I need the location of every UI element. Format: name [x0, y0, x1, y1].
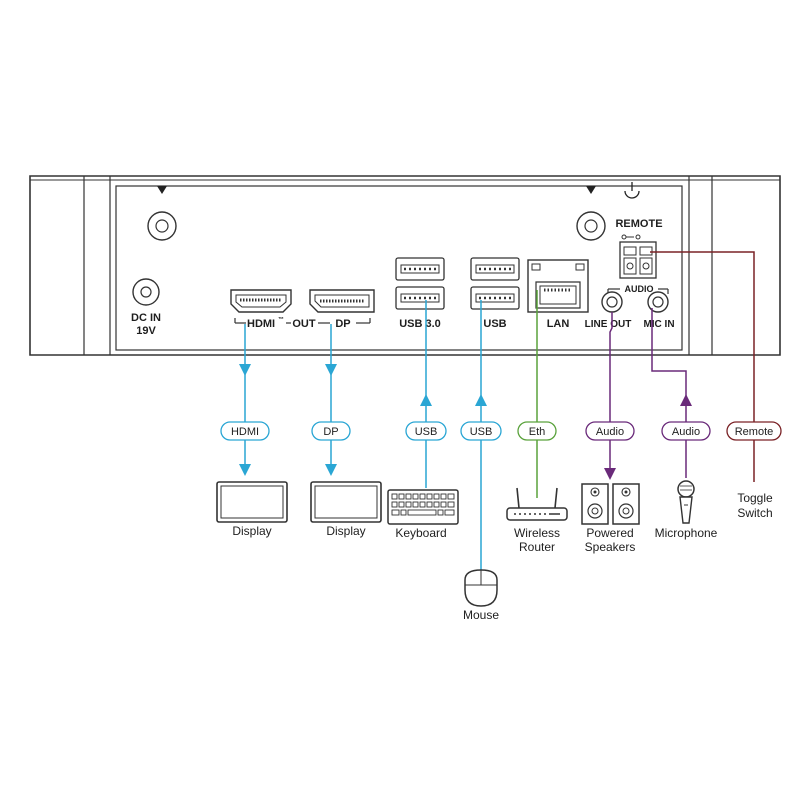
- cable-pill-eth: Eth: [517, 421, 557, 441]
- hdmi-trademark: ™: [278, 316, 284, 323]
- cable-pill-dp: DP: [311, 421, 351, 441]
- microphone-icon: [677, 480, 695, 524]
- speakers-label-line1: Powered: [586, 526, 633, 540]
- audio-label: AUDIO: [625, 284, 654, 294]
- mouse-label: Mouse: [463, 608, 499, 622]
- toggle-switch-label-line1: Toggle: [737, 491, 773, 505]
- cable-label-audio-in: Audio: [672, 426, 700, 438]
- usb30-label: USB 3.0: [399, 318, 441, 330]
- cable-pill-usb-mouse: USB: [460, 421, 502, 441]
- mouse-icon: [464, 569, 498, 607]
- cable-pill-remote: Remote: [726, 421, 782, 441]
- microphone-label: Microphone: [655, 526, 718, 540]
- cable-label-usb-keyboard: USB: [415, 426, 438, 438]
- keyboard-label: Keyboard: [395, 526, 446, 540]
- toggle-switch-label-line2: Switch: [737, 506, 772, 520]
- remote-terminal: [619, 182, 657, 279]
- router-icon: [506, 487, 568, 521]
- usb-label: USB: [483, 318, 506, 330]
- cable-label-audio-out: Audio: [596, 426, 624, 438]
- display-1-label: Display: [232, 524, 271, 538]
- cable-pill-audio-out: Audio: [585, 421, 635, 441]
- audio-out-cable: [609, 312, 613, 478]
- keyboard-icon: [387, 489, 459, 525]
- cable-label-hdmi: HDMI: [231, 426, 259, 438]
- power-icon: [624, 190, 640, 199]
- out-label: OUT: [292, 318, 316, 330]
- cable-label-dp: DP: [323, 426, 338, 438]
- cable-label-remote: Remote: [735, 426, 774, 438]
- antenna-connector-right: [576, 186, 606, 241]
- dp-port-label: DP: [335, 318, 350, 330]
- dc-voltage-label: 19V: [136, 325, 156, 337]
- mic-in-label: MIC IN: [643, 319, 674, 330]
- hdmi-port-label: HDMI: [247, 318, 275, 330]
- antenna-connector-left: [147, 186, 177, 241]
- display-2-label: Display: [326, 524, 365, 538]
- line-out-label: LINE OUT: [585, 319, 632, 330]
- display-icon: [310, 481, 382, 523]
- speakers-icon: [581, 483, 640, 525]
- cable-label-eth: Eth: [529, 426, 546, 438]
- dc-in-label: DC IN: [131, 312, 161, 324]
- usb-ports: [470, 257, 520, 310]
- remote-cable: [650, 251, 755, 482]
- lan-label: LAN: [547, 318, 570, 330]
- remote-label: REMOTE: [615, 218, 662, 230]
- usb30-ports: [395, 257, 445, 310]
- dc-in-port: [132, 278, 160, 306]
- line-out-jack: [601, 291, 623, 313]
- lan-port: [527, 259, 589, 313]
- displayport-port: [309, 289, 375, 313]
- cable-pill-hdmi: HDMI: [220, 421, 270, 441]
- cable-label-usb-mouse: USB: [470, 426, 493, 438]
- out-bracket: [234, 318, 371, 324]
- cable-pill-audio-in: Audio: [661, 421, 711, 441]
- router-label-line2: Router: [519, 540, 555, 554]
- speakers-label-line2: Speakers: [585, 540, 636, 554]
- hdmi-port: [230, 289, 292, 313]
- display-icon: [216, 481, 288, 523]
- cable-pill-usb-keyboard: USB: [405, 421, 447, 441]
- router-label-line1: Wireless: [514, 526, 560, 540]
- mic-in-jack: [647, 291, 669, 313]
